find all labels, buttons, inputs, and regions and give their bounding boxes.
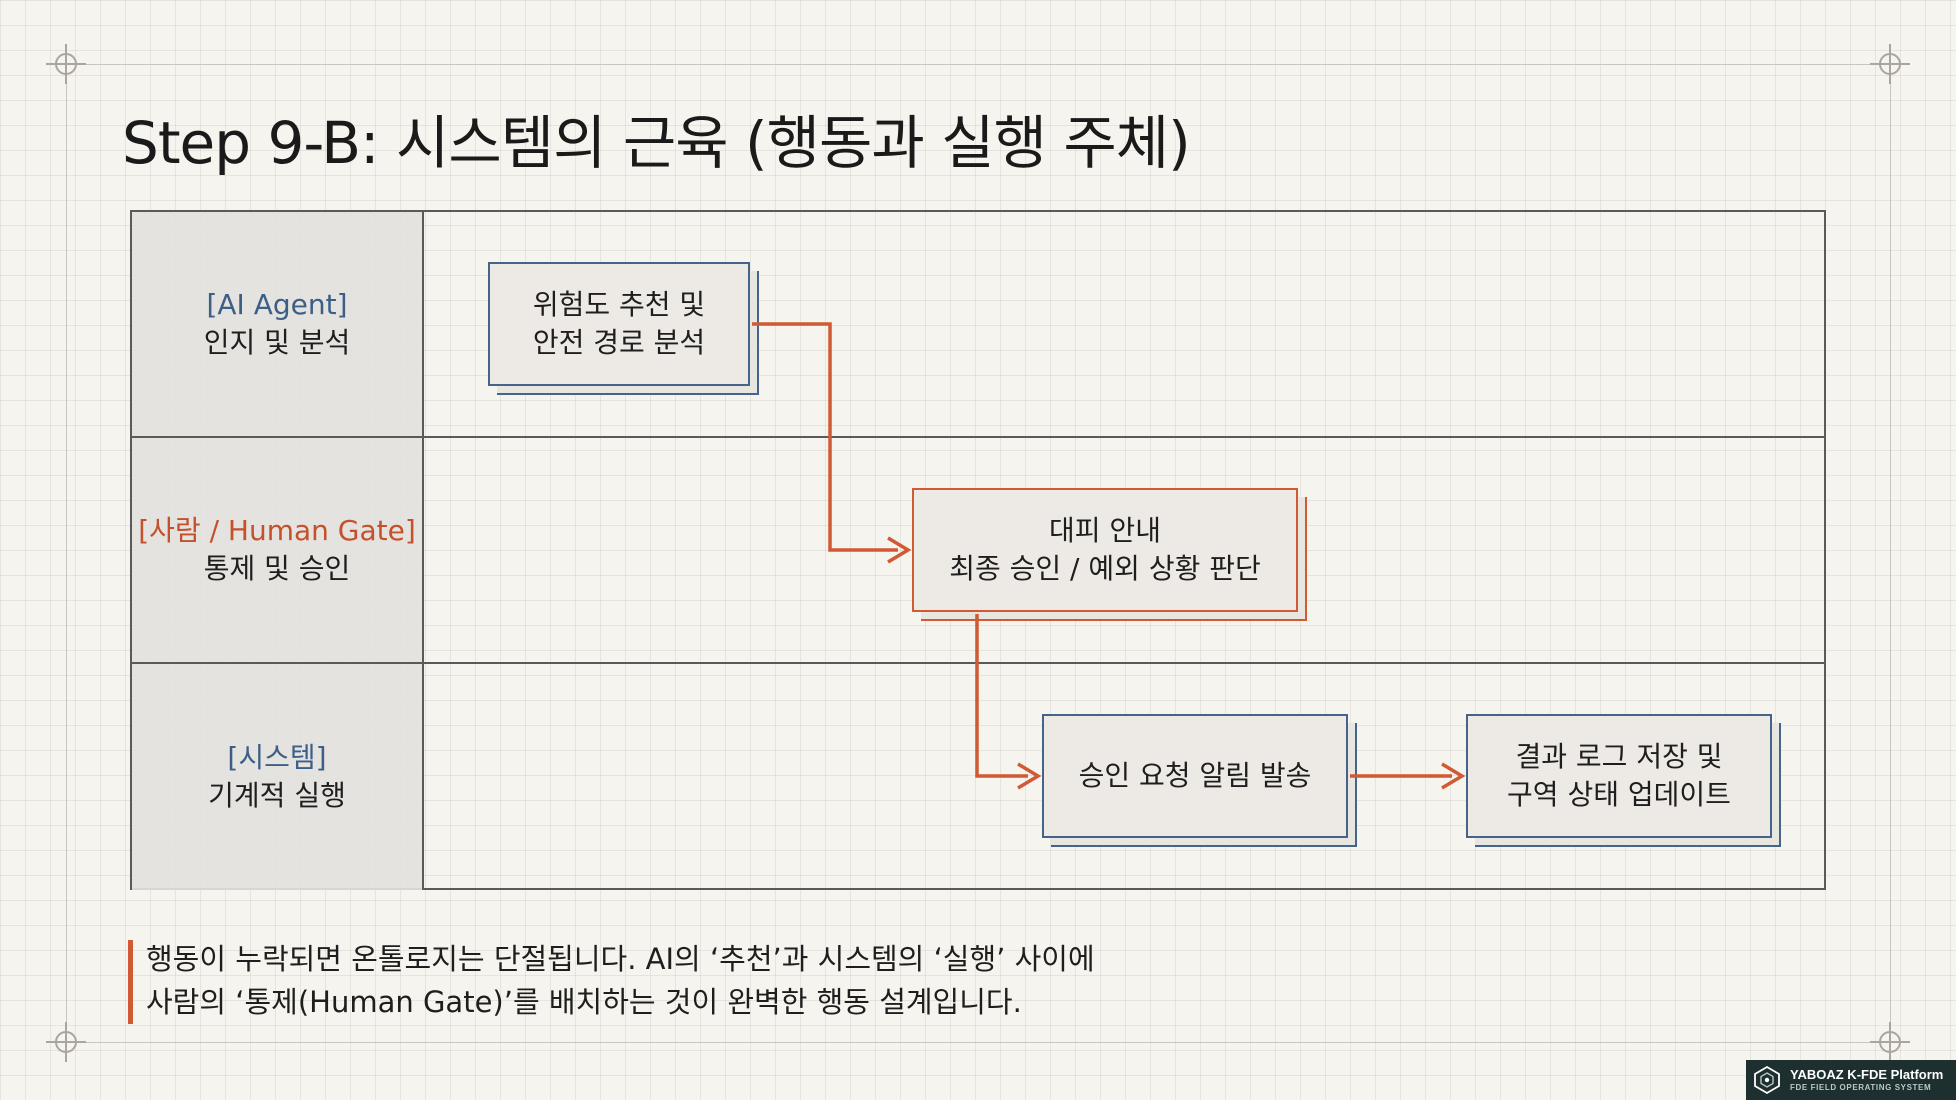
- lane-system: [시스템] 기계적 실행: [132, 664, 1824, 890]
- node-text: 승인 요청 알림 발송: [1078, 759, 1312, 792]
- node-risk-analysis: 위험도 추천 및 안전 경로 분석: [488, 262, 750, 386]
- caption-text: 행동이 누락되면 온톨로지는 단절됩니다. AI의 ‘추천’과 시스템의 ‘실행…: [146, 938, 1095, 1024]
- brand-name: YABOAZ K-FDE Platform: [1790, 1067, 1944, 1082]
- node-text: 대피 안내: [1049, 514, 1161, 547]
- caption-accent-bar: [128, 940, 133, 1024]
- lane-desc: 기계적 실행: [208, 779, 346, 812]
- lane-tag: [사람 / Human Gate]: [138, 514, 416, 547]
- lane-desc: 통제 및 승인: [203, 552, 351, 585]
- brand-subtitle: FDE FIELD OPERATING SYSTEM: [1790, 1083, 1932, 1092]
- caption-line: 행동이 누락되면 온톨로지는 단절됩니다. AI의 ‘추천’과 시스템의 ‘실행…: [146, 942, 1095, 976]
- node-log-update: 결과 로그 저장 및 구역 상태 업데이트: [1466, 714, 1772, 838]
- node-text: 위험도 추천 및: [532, 288, 706, 321]
- crosshair-icon: [46, 44, 86, 84]
- lane-desc: 인지 및 분석: [203, 326, 351, 359]
- node-text: 최종 승인 / 예외 상황 판단: [949, 552, 1261, 585]
- hexagon-logo-icon: [1754, 1065, 1780, 1095]
- lane-label-ai-agent: [AI Agent] 인지 및 분석: [132, 212, 424, 436]
- lane-label-system: [시스템] 기계적 실행: [132, 664, 424, 890]
- crosshair-icon: [1870, 44, 1910, 84]
- frame-line-bottom: [66, 1042, 1890, 1043]
- crosshair-icon: [1870, 1022, 1910, 1062]
- crosshair-icon: [46, 1022, 86, 1062]
- brand-badge: YABOAZ K-FDE Platform FDE FIELD OPERATIN…: [1746, 1060, 1956, 1100]
- lane-tag: [시스템]: [227, 741, 327, 774]
- brand-text: YABOAZ K-FDE Platform FDE FIELD OPERATIN…: [1790, 1067, 1943, 1093]
- lane-label-human-gate: [사람 / Human Gate] 통제 및 승인: [132, 438, 424, 662]
- node-send-alert: 승인 요청 알림 발송: [1042, 714, 1348, 838]
- lane-tag: [AI Agent]: [206, 288, 348, 321]
- node-text: 안전 경로 분석: [532, 326, 706, 359]
- frame-line-top: [66, 64, 1890, 65]
- node-text: 구역 상태 업데이트: [1507, 778, 1731, 811]
- frame-line-right: [1890, 64, 1891, 1042]
- caption-line: 사람의 ‘통제(Human Gate)’를 배치하는 것이 완벽한 행동 설계입…: [146, 985, 1022, 1019]
- node-text: 결과 로그 저장 및: [1515, 740, 1723, 773]
- frame-line-left: [66, 64, 67, 1042]
- node-human-approval: 대피 안내 최종 승인 / 예외 상황 판단: [912, 488, 1298, 612]
- page-title: Step 9-B: 시스템의 근육 (행동과 실행 주체): [122, 109, 1191, 177]
- lane-ai-agent: [AI Agent] 인지 및 분석: [132, 212, 1824, 438]
